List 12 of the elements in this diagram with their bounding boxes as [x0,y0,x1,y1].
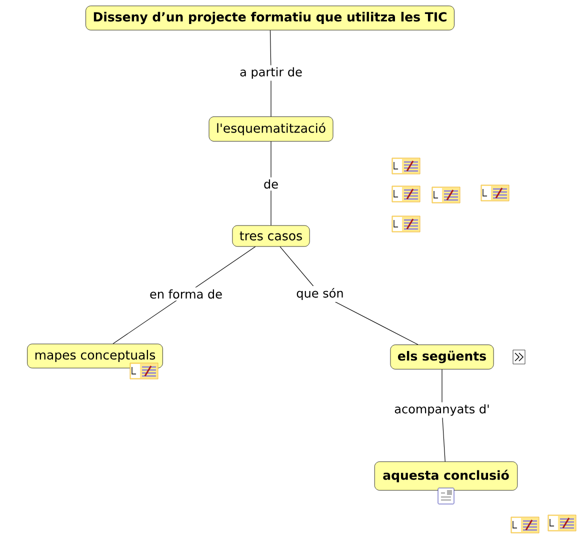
concept-box: tres casos [232,225,310,247]
concept-box: aquesta conclusió [374,462,518,490]
linking-phrase: acompanyats d' [392,402,492,418]
linking-phrase: de [262,177,280,191]
linking-phrase: en forma de [148,287,224,301]
linking-phrase: que són [294,286,346,302]
linking-phrase: a partir de [238,65,304,81]
concept-box: l'esquematització [208,116,334,142]
concept-box: Disseny d’un projecte formatiu que utilitza les TIC [86,6,454,30]
concept-box: mapes conceptuals [27,344,163,368]
connector-line [270,141,272,226]
concept-box: els següents [390,344,494,370]
